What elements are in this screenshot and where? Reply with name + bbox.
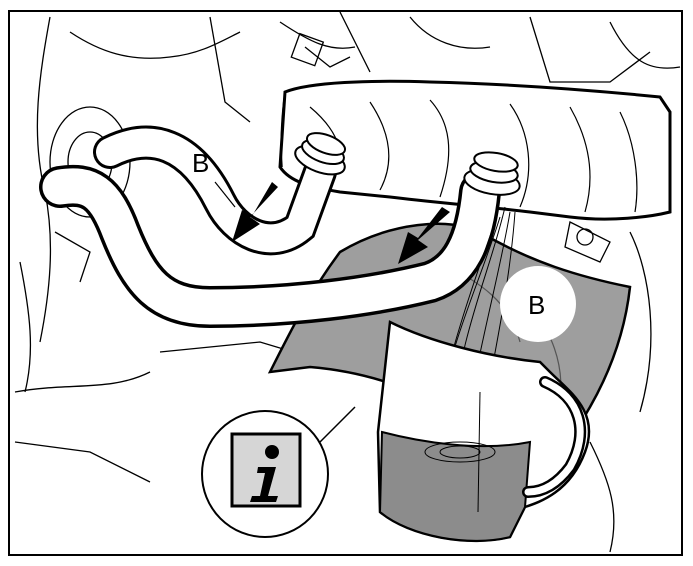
arrow-upper-icon bbox=[232, 182, 278, 242]
callout-b-upper-label: B bbox=[192, 148, 209, 178]
upper-connector bbox=[294, 132, 347, 176]
info-callout bbox=[201, 406, 356, 538]
upper-hose bbox=[93, 125, 337, 256]
coolant-reservoir bbox=[278, 79, 672, 221]
callout-b-lower-label: B bbox=[528, 290, 545, 320]
lower-hose bbox=[39, 164, 501, 329]
drain-fluid-illustration: B B bbox=[14, 12, 681, 553]
diagram-frame: B B bbox=[8, 10, 683, 556]
callout-b-lower: B bbox=[500, 266, 576, 342]
arrow-lower-icon bbox=[398, 207, 450, 264]
callout-b-upper: B bbox=[192, 148, 236, 208]
lower-connector bbox=[463, 151, 521, 196]
measuring-jug bbox=[376, 320, 591, 543]
engine-background bbox=[14, 12, 681, 553]
info-icon bbox=[230, 432, 302, 508]
